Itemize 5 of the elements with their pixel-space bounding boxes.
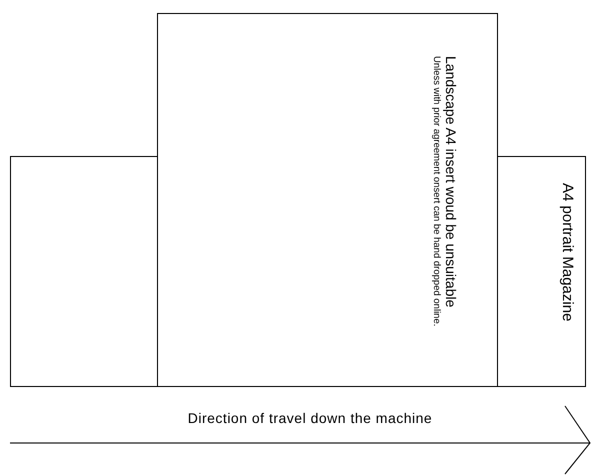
insert-heading: Landscape A4 insert woud be unsuitable (442, 56, 459, 310)
direction-label: Direction of travel down the machine (186, 410, 434, 426)
magazine-title: A4 portrait Magazine (558, 183, 576, 324)
insert-note: Unless with prior agreement onsert can be hand dropped online. (430, 56, 441, 328)
insert-box (157, 13, 498, 387)
